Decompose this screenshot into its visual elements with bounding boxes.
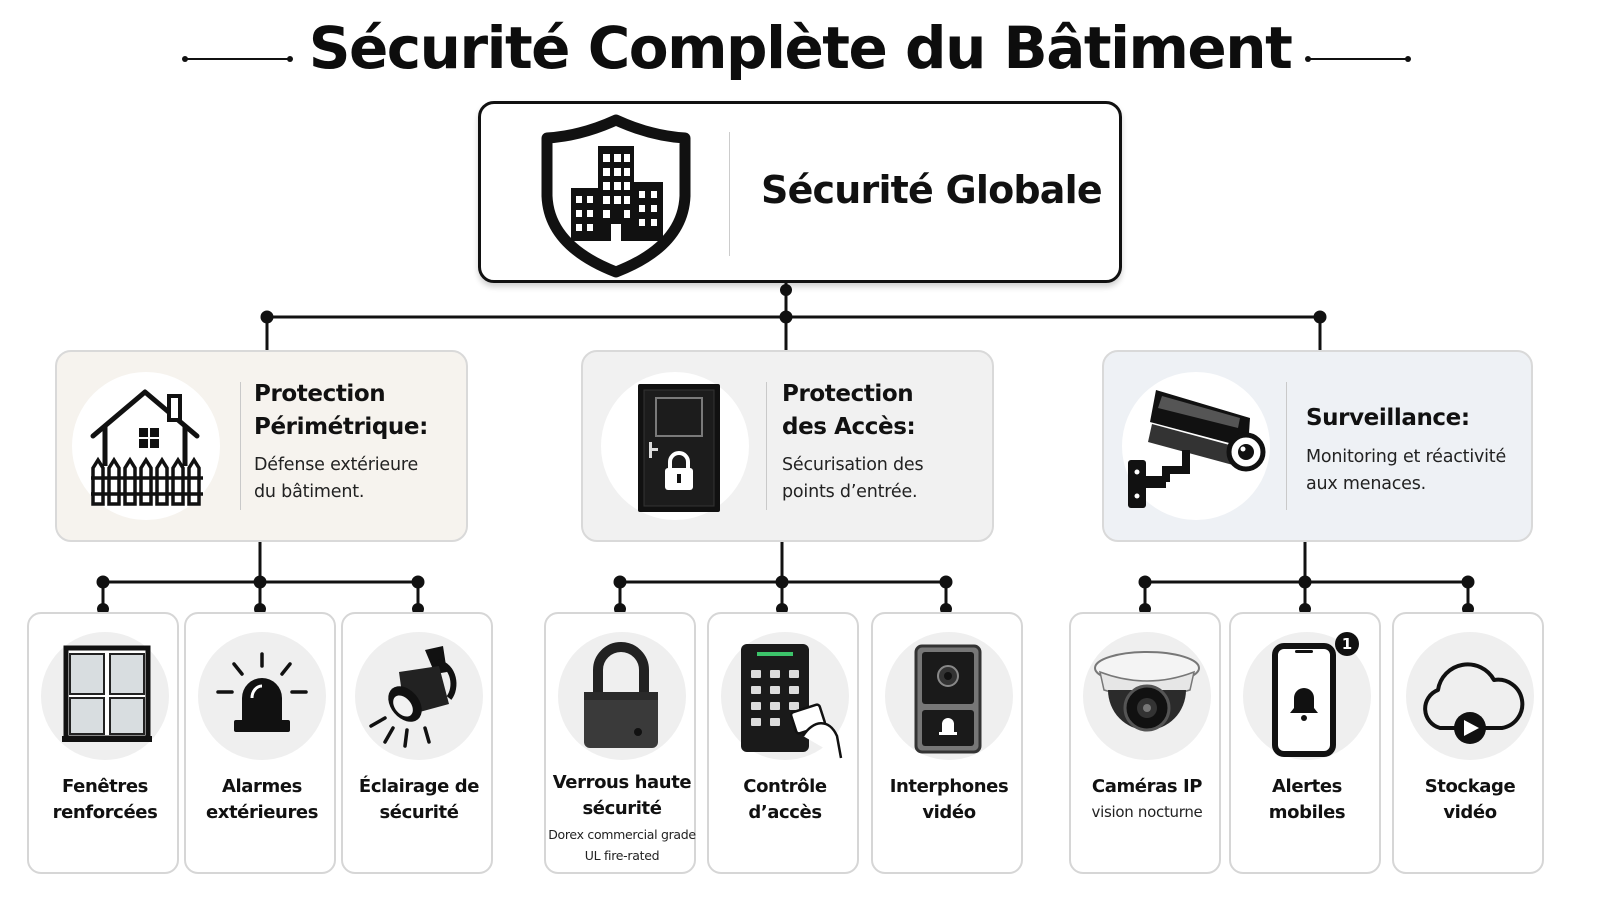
page-title: Sécurité Complète du Bâtiment xyxy=(308,14,1293,82)
item-alarmes: Alarmes extérieures xyxy=(184,612,336,874)
category-divider xyxy=(766,382,767,510)
item-interphones: Interphones vidéo xyxy=(871,612,1023,874)
floodlight-icon xyxy=(369,646,457,748)
item-label: Alarmes extérieures xyxy=(205,776,319,823)
item-verrous: Verrous haute sécurité Dorex commercial … xyxy=(544,612,696,874)
category-divider xyxy=(1286,382,1287,510)
item-label: Fenêtres renforcées xyxy=(52,776,158,823)
category-description: Sécurisation des points d’entrée. xyxy=(782,455,924,502)
item-label: Verrous haute sécurité xyxy=(552,772,692,819)
item-label: Interphones vidéo xyxy=(889,776,1009,823)
video-intercom-icon xyxy=(914,644,982,754)
cctv-camera-icon xyxy=(1128,390,1266,508)
category-title: Surveillance: xyxy=(1306,405,1470,431)
root-node: Sécurité Globale xyxy=(478,101,1122,283)
item-eclairage: Éclairage de sécurité xyxy=(341,612,493,874)
dome-camera-icon xyxy=(1094,651,1200,732)
category-surveillance: Surveillance: Monitoring et réactivité a… xyxy=(1102,350,1533,542)
category-title: Protection des Accès: xyxy=(782,381,916,440)
siren-icon xyxy=(216,652,308,732)
item-cameras: Caméras IP vision nocturne xyxy=(1069,612,1221,874)
window-icon xyxy=(62,645,152,742)
item-sublabel: UL fire-rated xyxy=(584,848,660,863)
item-stockage: Stockage vidéo xyxy=(1392,612,1544,874)
item-controle: Contrôle d’accès xyxy=(707,612,859,874)
category-description: Défense extérieure du bâtiment. xyxy=(254,455,419,502)
locked-door-icon xyxy=(638,384,720,512)
root-label: Sécurité Globale xyxy=(761,168,1103,212)
item-label: Alertes mobiles xyxy=(1268,776,1346,823)
item-sublabel: Dorex commercial grade xyxy=(548,827,696,842)
category-perimeter: Protection Périmétrique: Défense extérie… xyxy=(55,350,468,542)
item-label: Stockage vidéo xyxy=(1424,776,1516,823)
root-divider xyxy=(729,132,730,256)
keypad-card-icon xyxy=(741,644,843,759)
shield-building-icon xyxy=(541,114,691,278)
item-label: Éclairage de sécurité xyxy=(358,776,480,823)
item-fenetres: Fenêtres renforcées xyxy=(27,612,179,874)
item-alertes: 1 Alertes mobiles xyxy=(1229,612,1381,874)
category-access: Protection des Accès: Sécurisation des p… xyxy=(581,350,994,542)
house-fence-icon xyxy=(90,389,203,506)
padlock-icon xyxy=(584,642,658,748)
phone-bell-icon xyxy=(1272,643,1336,757)
item-sublabel: vision nocturne xyxy=(1091,803,1203,821)
category-title: Protection Périmétrique: xyxy=(254,381,428,440)
item-label: Contrôle d’accès xyxy=(743,776,827,823)
item-label: Caméras IP xyxy=(1091,776,1203,797)
category-description: Monitoring et réactivité aux menaces. xyxy=(1306,447,1507,494)
title-decoration xyxy=(182,56,1411,62)
cloud-video-icon xyxy=(1423,662,1525,744)
notification-badge: 1 xyxy=(1335,632,1359,656)
category-divider xyxy=(240,382,241,510)
